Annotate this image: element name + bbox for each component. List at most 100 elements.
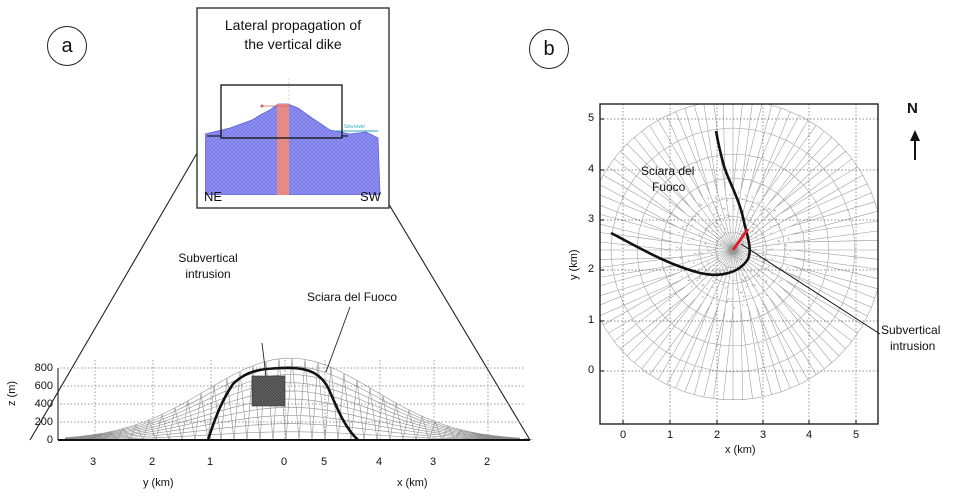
z-tick-400: 400 <box>27 398 53 410</box>
mesh-node <box>698 214 699 215</box>
mesh-node <box>739 250 740 251</box>
mesh-node <box>779 227 780 228</box>
mesh-node <box>724 232 725 233</box>
mesh-node <box>772 280 773 281</box>
mesh-node <box>745 277 746 278</box>
sciara-label-b-line2: Fuoco <box>652 180 685 194</box>
mesh-node <box>692 216 693 217</box>
mesh-node <box>766 267 767 268</box>
callout-line-sciara-a <box>326 307 350 372</box>
mesh-node <box>742 268 743 269</box>
mesh-node <box>710 250 711 251</box>
mesh-node <box>713 214 714 215</box>
mesh-node <box>754 285 755 286</box>
inset-sw-label: SW <box>360 189 381 204</box>
mesh-node <box>788 239 789 240</box>
mesh-node <box>731 266 732 267</box>
intrusion-block-3d <box>252 376 285 406</box>
mesh-node <box>746 304 747 305</box>
mesh-node <box>728 215 729 216</box>
mesh-node <box>705 244 706 245</box>
mesh-node <box>678 232 679 233</box>
sciara-label-a: Sciara del Fuoco <box>307 290 397 304</box>
mesh-node <box>752 284 753 285</box>
mesh-node <box>723 241 724 242</box>
mesh-node <box>766 295 767 296</box>
mesh-node <box>756 233 757 234</box>
mesh-node <box>761 235 762 236</box>
inset-sea-level-label: Sea level <box>344 124 365 130</box>
mesh-node <box>752 224 753 225</box>
mesh-node <box>743 211 744 212</box>
mesh-node <box>785 244 786 245</box>
mesh-node <box>742 274 743 275</box>
sciara-label-b-line1: Sciara del <box>641 164 694 178</box>
mesh-node <box>757 276 758 277</box>
mesh-node <box>769 209 770 210</box>
mesh-node <box>779 281 780 282</box>
plan-y-tick-0: 0 <box>588 364 594 376</box>
plan-x-tick-4: 4 <box>806 429 812 441</box>
mesh-node <box>757 256 758 257</box>
mesh-node <box>681 276 682 277</box>
mesh-node <box>752 231 753 232</box>
mesh-node <box>758 202 759 203</box>
mesh-node <box>714 226 715 227</box>
mesh-node <box>736 261 737 262</box>
mesh-node <box>706 227 707 228</box>
volcano-mesh-lines <box>65 358 533 440</box>
mesh-node <box>701 285 702 286</box>
mesh-node <box>741 259 742 260</box>
mesh-node <box>720 224 721 225</box>
plan-x-axis-label: x (km) <box>725 444 756 456</box>
mesh-node <box>703 284 704 285</box>
mesh-node <box>722 284 723 285</box>
mesh-node <box>709 222 710 223</box>
mesh-node <box>707 250 708 251</box>
mesh-node <box>691 286 692 287</box>
mesh-node <box>732 298 733 299</box>
mesh-node <box>736 289 737 290</box>
mesh-node <box>699 252 700 253</box>
x-tick-4: 4 <box>376 456 382 468</box>
mesh-node <box>741 231 742 232</box>
mesh-node <box>726 214 727 215</box>
mesh-node <box>756 259 757 260</box>
mesh-node <box>752 215 753 216</box>
z-tick-200: 200 <box>27 416 53 428</box>
mesh-node <box>726 299 727 300</box>
plan-y-tick-1: 1 <box>588 314 594 326</box>
mesh-node <box>710 206 711 207</box>
mesh-node <box>753 250 754 251</box>
mesh-node <box>734 256 735 257</box>
mesh-node <box>713 271 714 272</box>
inset-ne-label: NE <box>204 189 222 204</box>
mesh-node <box>741 279 742 280</box>
mesh-node <box>766 280 767 281</box>
mesh-node <box>766 210 767 211</box>
mesh-node <box>682 226 683 227</box>
mesh-node <box>688 276 689 277</box>
mesh-node <box>755 249 756 250</box>
mesh-node <box>720 237 721 238</box>
mesh-node <box>761 200 762 201</box>
mesh-node <box>788 238 789 239</box>
mesh-node <box>746 286 747 287</box>
plan-x-tick-3: 3 <box>760 429 766 441</box>
y-axis-label-a: y (km) <box>143 477 174 489</box>
mesh-node <box>732 304 733 305</box>
z-tick-0: 0 <box>27 434 53 446</box>
mesh-node <box>686 234 687 235</box>
z-axis-label: z (m) <box>6 381 18 406</box>
panel-a-badge: a <box>47 26 87 66</box>
mesh-node <box>779 224 780 225</box>
mesh-node <box>727 291 728 292</box>
mesh-node <box>787 267 788 268</box>
mesh-node <box>686 225 687 226</box>
plan-y-axis-label: y (km) <box>568 249 580 280</box>
volcano-mesh-3d <box>65 358 533 440</box>
mesh-node <box>724 228 725 229</box>
inset-dike <box>277 104 289 195</box>
mesh-node <box>742 199 743 200</box>
